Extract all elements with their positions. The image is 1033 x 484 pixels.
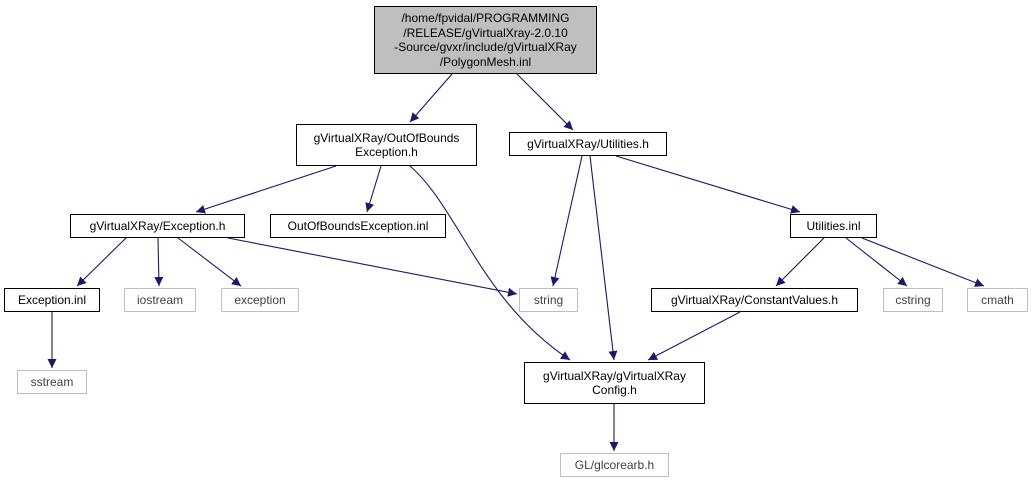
node-label-line: iostream bbox=[136, 292, 183, 307]
edge-util-h-to-util-inl bbox=[615, 155, 801, 214]
node-label-line: Config.h bbox=[592, 383, 637, 397]
node-label-line: cstring bbox=[895, 292, 931, 307]
edge-exc-h-to-exception bbox=[177, 237, 242, 287]
edge-util-h-to-string bbox=[550, 155, 583, 287]
node-sstream[interactable]: sstream bbox=[17, 370, 87, 394]
node-label-line: gVirtualXRay/gVirtualXRay bbox=[543, 368, 686, 383]
edge-util-inl-to-const-h bbox=[775, 237, 825, 287]
node-label-line: gVirtualXRay/Utilities.h bbox=[527, 136, 649, 151]
node-exception-inl[interactable]: Exception.inl bbox=[4, 288, 100, 312]
node-glcorearb-h[interactable]: GL/glcorearb.h bbox=[560, 453, 669, 477]
edge-oob-h-to-oob-inl bbox=[365, 165, 382, 213]
node-utilities-inl[interactable]: Utilities.inl bbox=[790, 214, 877, 238]
node-label-line: -Source/gvxr/include/gVirtualXRay bbox=[394, 40, 577, 54]
node-string[interactable]: string bbox=[519, 288, 578, 312]
node-label-line: /RELEASE/gVirtualXray-2.0.10 bbox=[403, 25, 568, 40]
node-gvirtualxray-config-h[interactable]: gVirtualXRay/gVirtualXRay Config.h bbox=[524, 362, 705, 404]
edge-util-inl-to-cstring bbox=[845, 237, 908, 287]
node-label-line: gVirtualXRay/OutOfBounds bbox=[313, 130, 460, 145]
edge-exc-h-to-exc-inl bbox=[76, 237, 127, 287]
edge-exc-h-to-iostream bbox=[154, 237, 164, 287]
edge-root-to-util-h bbox=[516, 73, 574, 131]
node-label-line: /home/fpvidal/PROGRAMMING bbox=[401, 11, 570, 25]
node-polygonmesh-inl[interactable]: /home/fpvidal/PROGRAMMING /RELEASE/gVirt… bbox=[374, 6, 597, 74]
node-label-line: GL/glcorearb.h bbox=[574, 457, 655, 472]
node-utilities-h[interactable]: gVirtualXRay/Utilities.h bbox=[509, 132, 667, 156]
node-exception[interactable]: exception bbox=[221, 288, 299, 312]
node-cmath[interactable]: cmath bbox=[967, 288, 1028, 312]
edge-root-to-oob-h bbox=[409, 73, 453, 123]
node-label-line: OutOfBoundsException.inl bbox=[287, 218, 429, 233]
node-label-line: gVirtualXRay/Exception.h bbox=[89, 218, 226, 233]
edge-exc-h-to-string bbox=[227, 237, 518, 297]
edge-oob-h-to-config-h bbox=[409, 165, 571, 361]
node-iostream[interactable]: iostream bbox=[124, 288, 196, 312]
node-cstring[interactable]: cstring bbox=[883, 288, 943, 312]
node-outofbounds-exception-inl[interactable]: OutOfBoundsException.inl bbox=[270, 214, 446, 238]
edge-const-h-to-config-h bbox=[647, 311, 741, 361]
node-label-line: Exception.inl bbox=[17, 292, 87, 307]
edge-oob-h-to-exc-h bbox=[195, 165, 337, 214]
node-constantvalues-h[interactable]: gVirtualXRay/ConstantValues.h bbox=[651, 288, 858, 312]
node-label-line: Exception.h bbox=[355, 145, 418, 159]
node-label-line: exception bbox=[234, 292, 286, 307]
node-label-line: /PolygonMesh.inl bbox=[439, 54, 532, 69]
node-label-line: sstream bbox=[30, 374, 74, 389]
node-label-line: cmath bbox=[981, 292, 1014, 307]
node-exception-h[interactable]: gVirtualXRay/Exception.h bbox=[70, 214, 245, 238]
node-label-line: gVirtualXRay/ConstantValues.h bbox=[671, 292, 838, 307]
node-outofbounds-exception-h[interactable]: gVirtualXRay/OutOfBounds Exception.h bbox=[296, 124, 477, 166]
node-label-line: Utilities.inl bbox=[806, 218, 861, 233]
node-label-line: string bbox=[533, 292, 564, 307]
edge-util-h-to-config-h bbox=[589, 155, 618, 361]
edge-util-inl-to-cmath bbox=[861, 237, 985, 287]
